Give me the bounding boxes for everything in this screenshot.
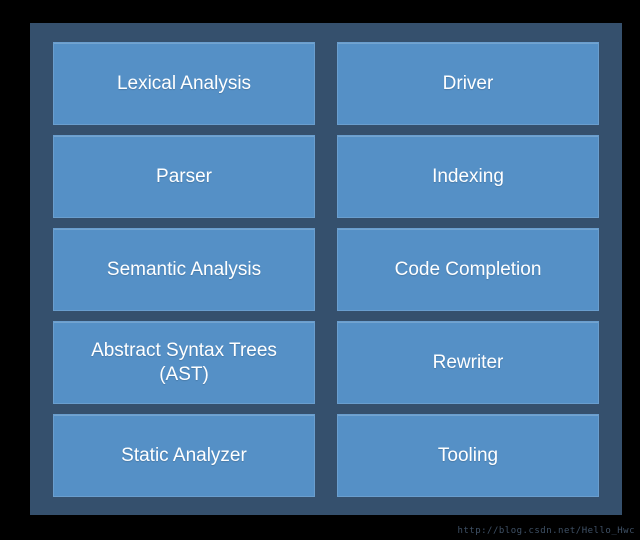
block-label: Semantic Analysis (106, 258, 262, 280)
watermark-url: http://blog.csdn.net/Hello_Hwc (457, 526, 635, 536)
block-label: Parser (156, 165, 212, 187)
block-rewriter: Rewriter (337, 321, 599, 404)
block-label: Rewriter (432, 351, 504, 373)
block-label: Static Analyzer (121, 444, 247, 466)
block-tooling: Tooling (337, 414, 599, 497)
block-label: Driver (442, 72, 494, 94)
block-label: Indexing (432, 165, 504, 187)
block-label: Code Completion (394, 258, 542, 280)
block-label: Tooling (437, 444, 499, 466)
block-semantic-analysis: Semantic Analysis (53, 228, 315, 311)
block-abstract-syntax-trees: Abstract Syntax Trees (AST) (53, 321, 315, 404)
components-panel: Lexical Analysis Driver Parser Indexing … (30, 23, 622, 515)
block-label: Abstract Syntax Trees (AST) (91, 339, 277, 385)
block-lexical-analysis: Lexical Analysis (53, 42, 315, 125)
block-indexing: Indexing (337, 135, 599, 218)
block-driver: Driver (337, 42, 599, 125)
block-label: Lexical Analysis (116, 72, 252, 94)
block-static-analyzer: Static Analyzer (53, 414, 315, 497)
block-code-completion: Code Completion (337, 228, 599, 311)
block-parser: Parser (53, 135, 315, 218)
components-grid: Lexical Analysis Driver Parser Indexing … (53, 42, 599, 498)
